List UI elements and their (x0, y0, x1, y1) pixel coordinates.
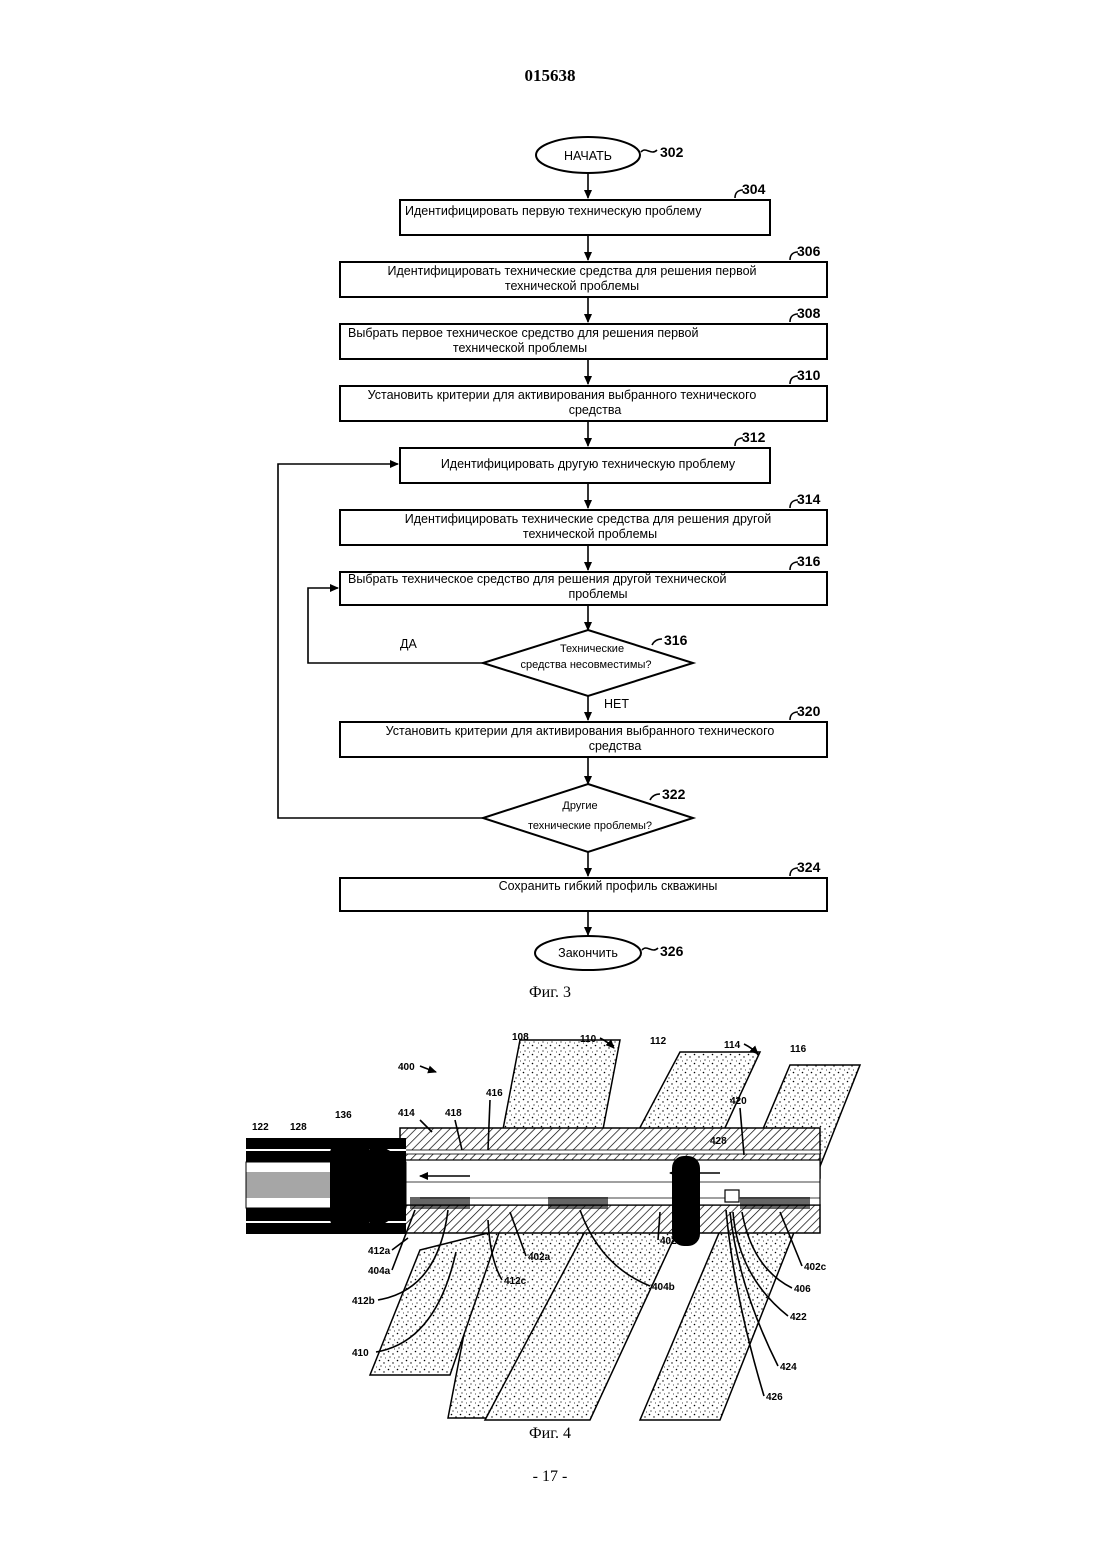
step-324-text: Сохранить гибкий профиль скважины (499, 879, 718, 893)
ref-324: 324 (797, 859, 821, 875)
label-108: 108 (512, 1032, 529, 1043)
label-136: 136 (335, 1110, 352, 1121)
label-418: 418 (445, 1108, 462, 1119)
casing-wall-lower (400, 1205, 820, 1233)
ref-322: 322 (662, 786, 686, 802)
packer-420 (672, 1156, 700, 1246)
step-316-line1: Выбрать техническое средство для решения… (348, 572, 727, 586)
ref-304: 304 (742, 181, 766, 197)
label-404b: 404b (652, 1282, 675, 1293)
step-304-text: Идентифицировать первую техническую проб… (405, 204, 702, 218)
label-412a: 412a (368, 1246, 391, 1257)
step-316-line2: проблемы (568, 587, 627, 601)
label-402a: 402a (528, 1252, 551, 1263)
ref-310: 310 (797, 367, 821, 383)
ref-312: 312 (742, 429, 766, 445)
decision-1-line1: Технические (560, 643, 624, 655)
decision-2-line1: Другие (562, 800, 597, 812)
wellbore-drawing: 400 108 110 112 114 116 122 128 136 414 … (246, 1032, 860, 1420)
packer-136 (330, 1138, 370, 1234)
figure-4-caption: Фиг. 4 (0, 1425, 1100, 1443)
label-402b: 402b (660, 1236, 683, 1247)
flowchart: НАЧАТЬ 302 Идентифицировать первую техни… (278, 137, 827, 970)
label-402c: 402c (804, 1262, 827, 1273)
label-420: 420 (730, 1096, 747, 1107)
ref-316: 316 (797, 553, 821, 569)
label-110: 110 (580, 1034, 597, 1045)
step-308-line1: Выбрать первое техническое средство для … (348, 326, 699, 340)
label-112: 112 (650, 1036, 667, 1047)
label-428: 428 (710, 1136, 727, 1147)
label-114: 114 (724, 1040, 741, 1051)
label-404a: 404a (368, 1266, 391, 1277)
page-number: - 17 - (0, 1468, 1100, 1486)
screen-404b (548, 1197, 608, 1209)
step-320-line2: средства (589, 739, 642, 753)
step-314-line1: Идентифицировать технические средства дл… (405, 512, 772, 526)
label-412c: 412c (504, 1276, 527, 1287)
label-122: 122 (252, 1122, 269, 1133)
label-426: 426 (766, 1392, 783, 1403)
decision-1-no: НЕТ (604, 697, 629, 711)
step-310-line2: средства (569, 403, 622, 417)
screen-406 (740, 1197, 810, 1209)
step-306-line1: Идентифицировать технические средства дл… (387, 264, 756, 278)
step-306-line2: технической проблемы (505, 279, 639, 293)
ref-302: 302 (660, 144, 684, 160)
step-314-line2: технической проблемы (523, 527, 657, 541)
decision-1-yes: ДА (400, 637, 417, 651)
ref-320: 320 (797, 703, 821, 719)
start-label: НАЧАТЬ (564, 149, 612, 163)
figure-3-caption: Фиг. 3 (0, 984, 1100, 1002)
ref-306: 306 (797, 243, 821, 259)
label-128: 128 (290, 1122, 307, 1133)
label-424: 424 (780, 1362, 797, 1373)
valve-428 (725, 1190, 739, 1202)
ref-316-decision: 316 (664, 632, 688, 648)
label-422: 422 (790, 1312, 807, 1323)
step-308-line2: технической проблемы (453, 341, 587, 355)
label-416: 416 (486, 1088, 503, 1099)
label-410: 410 (352, 1348, 369, 1359)
step-320-line1: Установить критерии для активирования вы… (386, 724, 775, 738)
decision-1-line2: средства несовместимы? (521, 659, 652, 671)
screen-404a (410, 1197, 470, 1209)
step-310-line1: Установить критерии для активирования вы… (368, 388, 757, 402)
ref-314: 314 (797, 491, 821, 507)
ref-308: 308 (797, 305, 821, 321)
label-414: 414 (398, 1108, 415, 1119)
label-412b: 412b (352, 1296, 375, 1307)
ref-326: 326 (660, 943, 684, 959)
end-label: Закончить (558, 946, 618, 960)
label-116: 116 (790, 1044, 807, 1055)
decision-2-line2: технические проблемы? (528, 820, 652, 832)
label-406: 406 (794, 1284, 811, 1295)
step-312-text: Идентифицировать другую техническую проб… (441, 457, 736, 471)
label-400: 400 (398, 1062, 415, 1073)
